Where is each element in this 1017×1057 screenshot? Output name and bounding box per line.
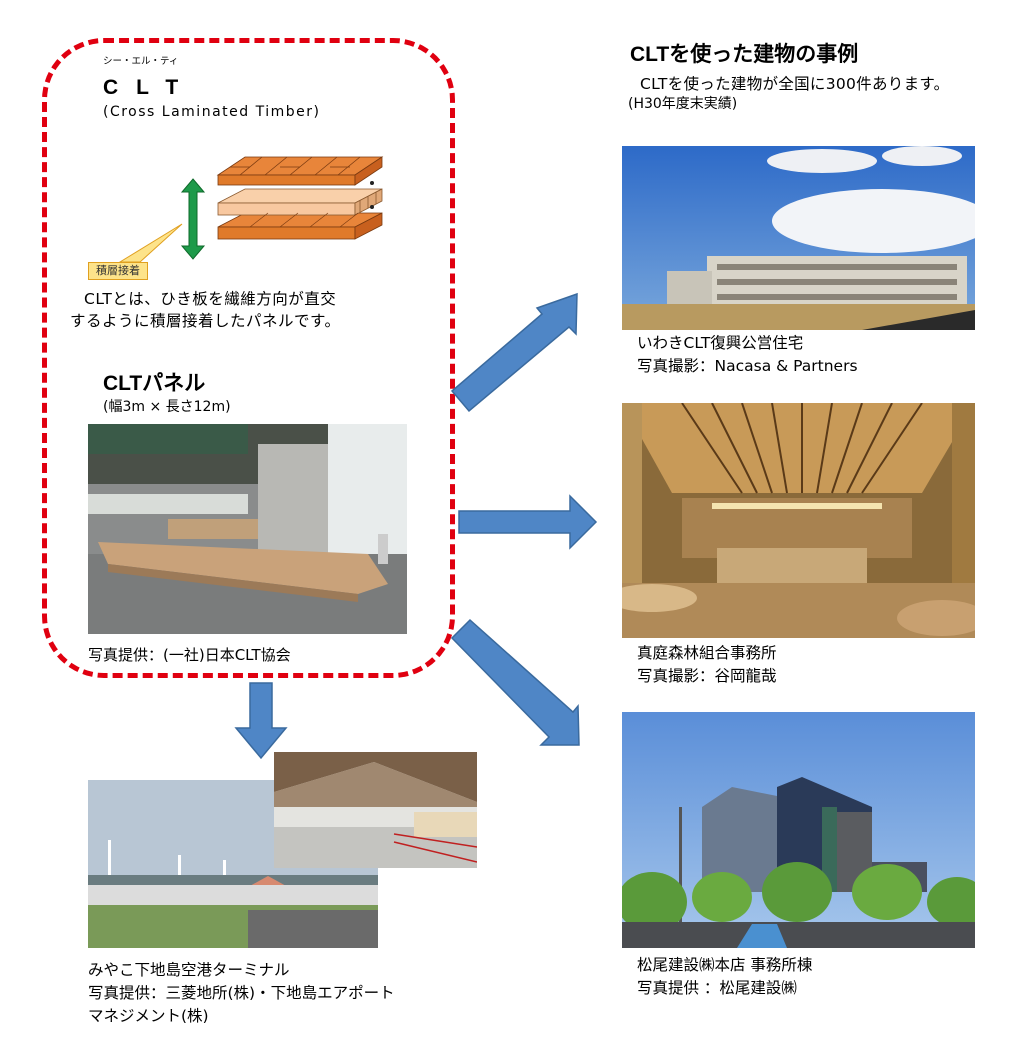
maniwa-office-photo (622, 403, 975, 638)
clt-panel-photo (88, 424, 407, 634)
examples-subtitle: CLTを使った建物が全国に300件あります。 (640, 75, 950, 93)
arrow-right-icon (458, 494, 598, 550)
arrow-down-icon (234, 682, 288, 760)
panel-size: (幅3m × 長さ12m) (103, 399, 231, 415)
example-3-credit: 写真提供 ：松尾建設㈱ (637, 979, 797, 997)
example-2-credit: 写真撮影：谷岡龍哉 (637, 667, 777, 685)
matsuo-office-photo (622, 712, 975, 948)
connector-arrows (450, 292, 598, 746)
clt-description-line1: CLTとは、ひき板を繊維方向が直交 (84, 290, 337, 308)
example-1-credit: 写真撮影：Nacasa & Partners (637, 357, 858, 375)
example-3-name: 松尾建設㈱本店 事務所棟 (637, 956, 813, 974)
airport-exterior-photo (88, 780, 378, 948)
double-arrow-icon (180, 178, 206, 260)
examples-title: CLTを使った建物の事例 (630, 43, 859, 66)
arrow-down-right-icon (450, 618, 580, 746)
clt-title: CLT (103, 76, 197, 99)
iwaki-housing-photo (622, 146, 975, 330)
panel-title: CLTパネル (103, 372, 206, 395)
airport-credit-line1: 写真提供：三菱地所(株)・下地島エアポート (88, 984, 395, 1002)
airport-interior-photo (274, 752, 477, 868)
panel-photo-credit: 写真提供：(一社)日本CLT協会 (88, 646, 291, 664)
arrow-up-right-icon (450, 292, 578, 413)
example-1-name: いわきCLT復興公営住宅 (637, 334, 804, 352)
airport-name: みやこ下地島空港ターミナル (88, 961, 290, 979)
callout-pointer-icon (118, 223, 183, 263)
clt-full-name: (Cross Laminated Timber) (103, 104, 321, 120)
example-2-name: 真庭森林組合事務所 (637, 644, 777, 662)
clt-reading: シー・エル・ティ (103, 56, 179, 67)
clt-layer-diagram-icon (216, 156, 384, 240)
airport-credit-line2: マネジメント(株) (88, 1007, 209, 1025)
examples-note: (H30年度末実績) (628, 96, 738, 112)
callout-label: 積層接着 (88, 262, 148, 280)
clt-dashed-frame (42, 38, 455, 678)
clt-description-line2: するように積層接着したパネルです。 (70, 312, 341, 330)
